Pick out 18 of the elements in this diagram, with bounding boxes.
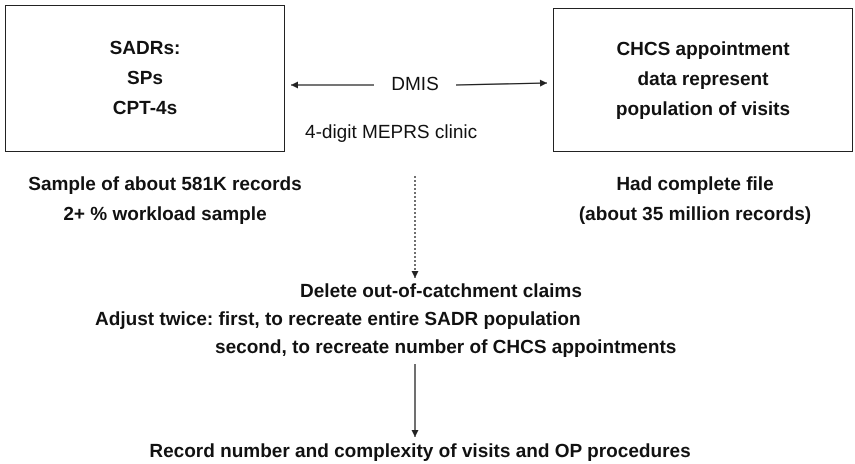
node-text: SADRs: SPs CPT-4s (110, 36, 180, 120)
node-text: Had complete file (615, 173, 775, 197)
caption-text: 4-digit MEPRS clinic (305, 122, 478, 144)
node-text: Record number and complexity of visits and OP procedures (148, 440, 692, 464)
node-text: Delete out-of-catchment claims (300, 280, 583, 304)
node-text: Adjust twice: first, to recreate entire SADR population (95, 308, 582, 332)
arrow (291, 82, 374, 88)
arrow (412, 176, 418, 278)
node-text: (about 35 million records) (578, 203, 812, 227)
process-box (553, 8, 853, 152)
node-label: DMIS (390, 73, 440, 97)
node-text: 2+ % workload sample (62, 203, 268, 227)
node-text: Sample of about 581K records (27, 173, 303, 197)
arrow (412, 364, 418, 437)
node-text: second, to recreate number of CHCS appointments (215, 336, 678, 360)
process-box (5, 5, 285, 152)
arrow (456, 80, 548, 87)
node-text: CHCS appointment data represent population of visits (614, 38, 792, 122)
